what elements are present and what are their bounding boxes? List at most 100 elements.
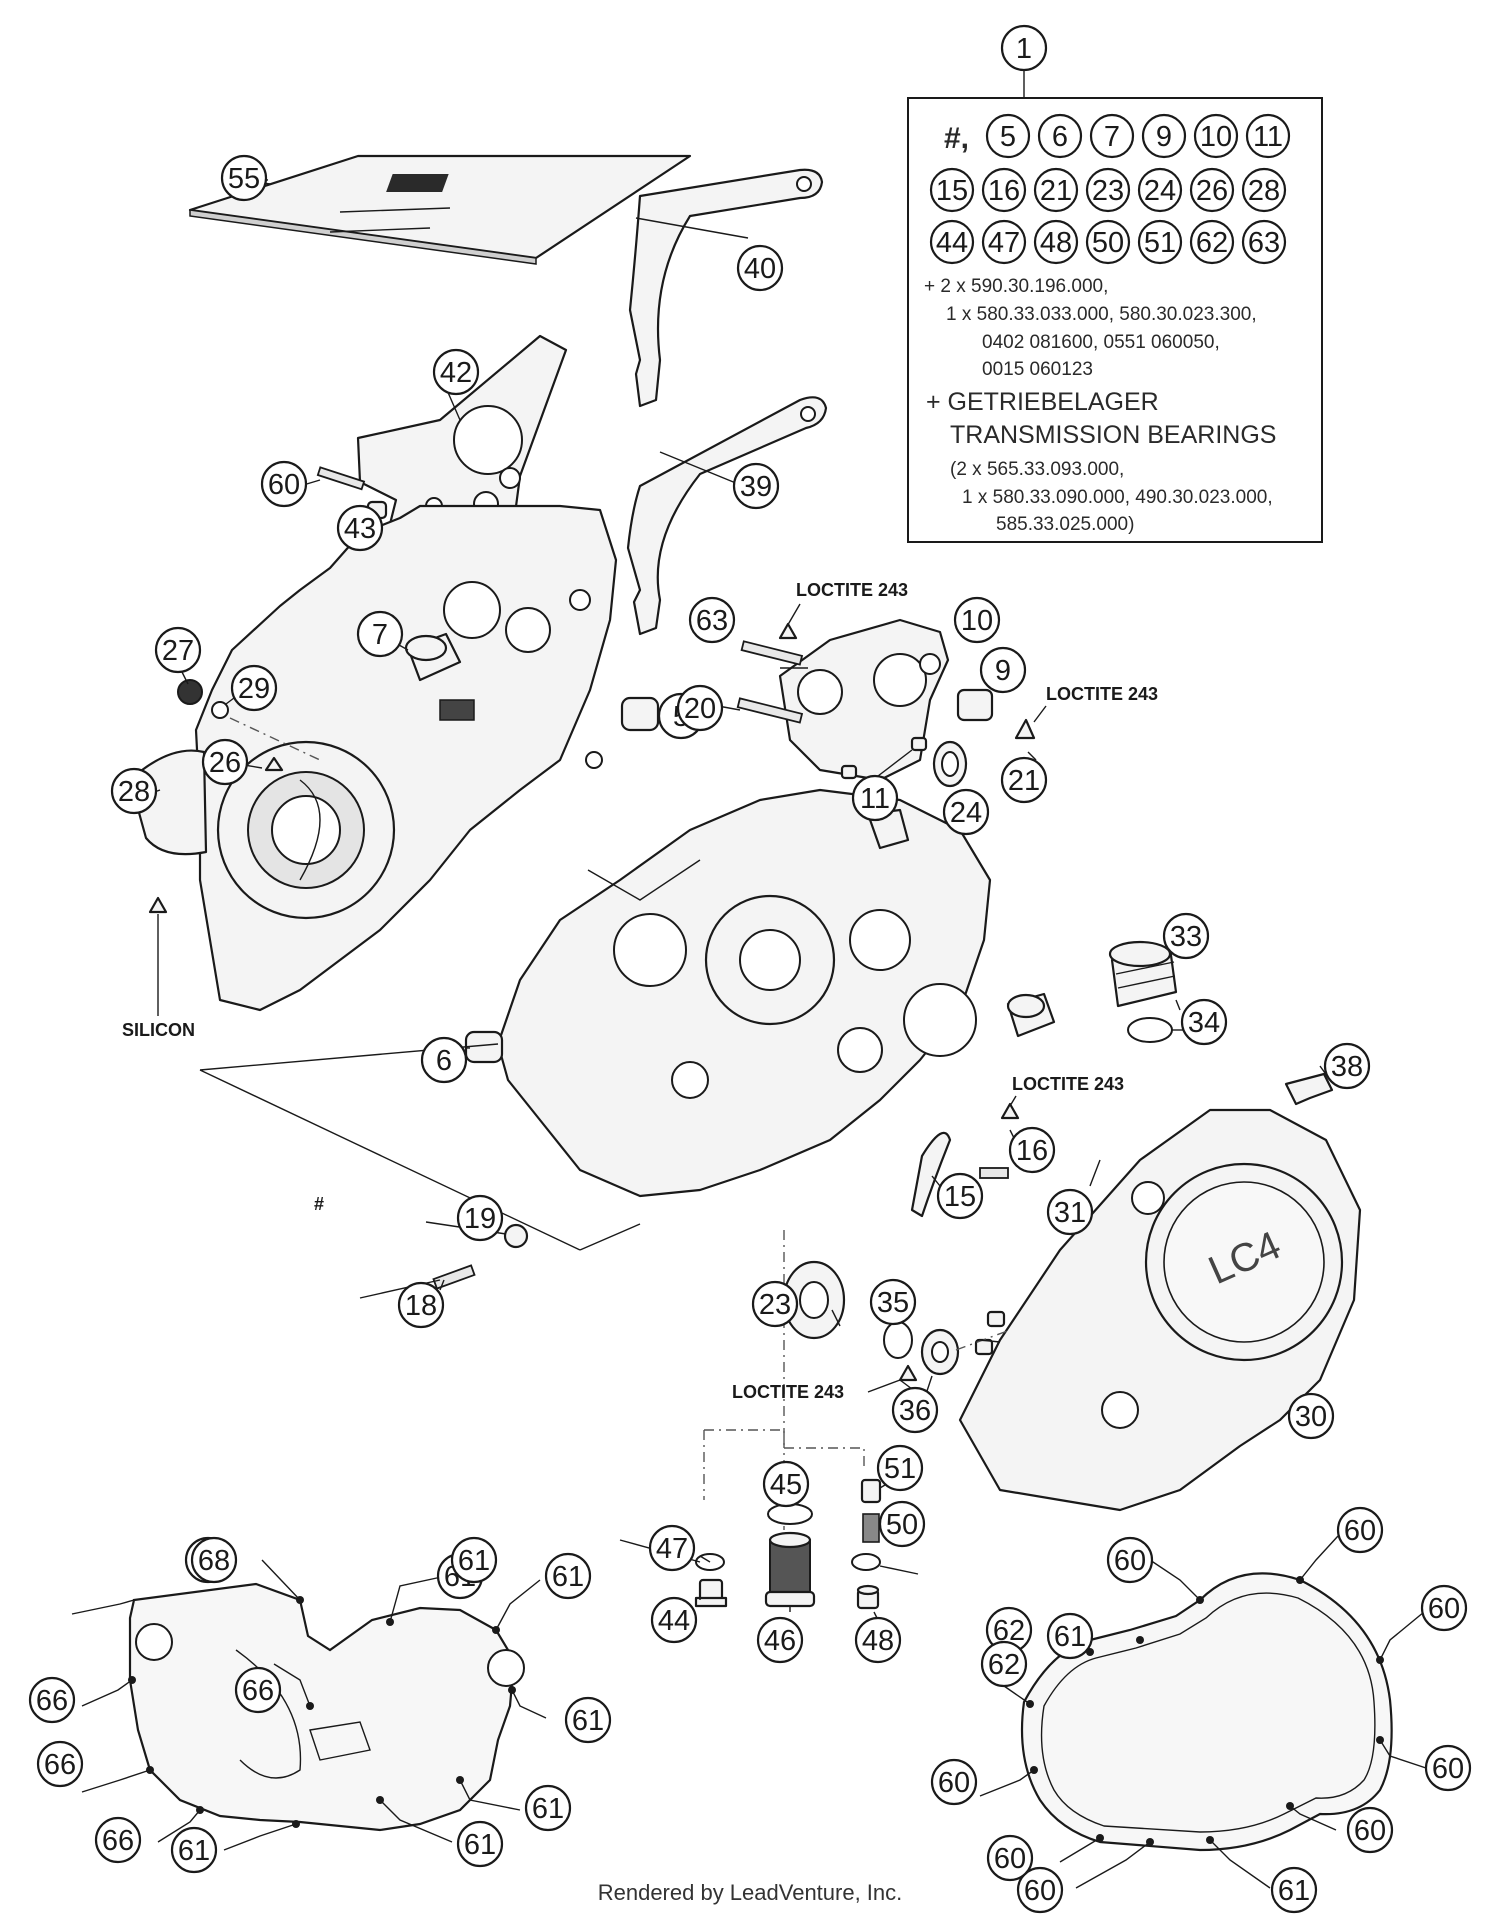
kit-badge-26: 26 (1189, 167, 1235, 213)
callout-60-repeat: 60 (1346, 1806, 1394, 1854)
callout-61-repeat: 61 (450, 1536, 498, 1584)
crankcase-gasket (128, 1582, 525, 1832)
callout-label: 66 (102, 1825, 134, 1857)
callout-66-repeat: 66 (94, 1816, 142, 1864)
callout-61-repeat: 61 (524, 1784, 572, 1832)
callout-60-repeat: 60 (1424, 1744, 1472, 1792)
callout-label: 1 (1016, 33, 1032, 65)
kit-prefix: #, (944, 122, 969, 155)
bearing-23 (782, 1260, 846, 1340)
callout-55: 55 (220, 154, 268, 202)
callout-9: 9 (979, 646, 1027, 694)
screw-16 (979, 1102, 1020, 1179)
silicon-marker (148, 896, 168, 968)
callout-label: 19 (464, 1203, 496, 1235)
callout-19: 19 (456, 1194, 504, 1242)
callout-label: 44 (658, 1605, 690, 1637)
callout-61-repeat: 61 (544, 1552, 592, 1600)
kit-badge-label: 7 (1104, 121, 1120, 153)
callout-48: 48 (854, 1616, 902, 1664)
crankcase-left-half (194, 504, 618, 1012)
callout-label: 60 (1428, 1593, 1460, 1625)
callout-21: 21 (1000, 756, 1048, 804)
callout-68-repeat: 68 (190, 1536, 238, 1584)
callout-label: 24 (950, 797, 982, 829)
oil-screen-46 (764, 1531, 816, 1608)
callout-label: 15 (944, 1181, 976, 1213)
dowel-11-bottom (974, 1310, 1006, 1356)
kit-line-4: 0015 060123 (982, 359, 1093, 380)
callout-label: 18 (405, 1290, 437, 1322)
callout-label: 46 (764, 1625, 796, 1657)
clutch-cover-30: LC4 (958, 1108, 1362, 1512)
pin-21 (1014, 718, 1036, 740)
owners-manual-booklet (188, 154, 692, 265)
kit-badge-28: 28 (1241, 167, 1287, 213)
callout-layer: 1567910111516181920212324262728293031333… (28, 24, 1472, 1914)
callout-label: 35 (877, 1287, 909, 1319)
callout-1: 1 (1000, 24, 1048, 72)
callout-label: 60 (1024, 1875, 1056, 1907)
plug-48 (856, 1584, 880, 1610)
callout-label: 38 (1331, 1051, 1363, 1083)
callout-label: 21 (1008, 765, 1040, 797)
callout-label: 10 (961, 605, 993, 637)
kit-badge-label: 51 (1144, 227, 1176, 259)
bracket-15 (910, 1131, 952, 1218)
callout-20: 20 (676, 684, 724, 732)
callout-label: 36 (899, 1395, 931, 1427)
kit-badge-label: 63 (1248, 227, 1280, 259)
callout-label: 11 (860, 783, 890, 815)
callout-45: 45 (762, 1460, 810, 1508)
kit-badge-44: 44 (929, 219, 975, 265)
kit-badge-11: 11 (1245, 113, 1291, 159)
callout-43: 43 (336, 504, 384, 552)
callout-label: 55 (228, 163, 260, 195)
bolt-63 (740, 640, 804, 666)
callout-61-repeat: 61 (564, 1696, 612, 1744)
callout-label: 31 (1054, 1197, 1086, 1229)
gasket-40 (628, 168, 824, 408)
note-silicon: SILICON (122, 1020, 195, 1040)
kit-badge-47: 47 (981, 219, 1027, 265)
callout-15: 15 (936, 1172, 984, 1220)
kit-badge-21: 21 (1033, 167, 1079, 213)
kit-badge-5: 5 (985, 113, 1031, 159)
callout-label: 7 (372, 619, 388, 651)
bracket-38 (1284, 1072, 1334, 1106)
callout-label: 6 (436, 1045, 452, 1077)
callout-28: 28 (110, 767, 158, 815)
callout-24: 24 (942, 788, 990, 836)
o-ring-34 (1127, 1017, 1173, 1043)
callout-label: 47 (656, 1533, 688, 1565)
kit-badge-10: 10 (1193, 113, 1239, 159)
bushing-7-top (404, 632, 462, 682)
kit-badge-label: 10 (1200, 121, 1232, 153)
kit-badge-label: 62 (1196, 227, 1228, 259)
callout-16: 16 (1008, 1126, 1056, 1174)
callout-label: 42 (440, 357, 472, 389)
kit-line-1: + 2 x 590.30.196.000, (924, 276, 1108, 297)
callout-36: 36 (891, 1386, 939, 1434)
callout-61-repeat: 61 (170, 1826, 218, 1874)
bearing-9 (956, 688, 994, 722)
callout-33: 33 (1162, 912, 1210, 960)
callout-29: 29 (230, 664, 278, 712)
kit-badge-label: 28 (1248, 175, 1280, 207)
kit-badge-50: 50 (1085, 219, 1131, 265)
callout-66-repeat: 66 (28, 1676, 76, 1724)
callout-30: 30 (1287, 1392, 1335, 1440)
kit-line-3: 0402 081600, 0551 060050, (982, 332, 1220, 353)
callout-label: 9 (995, 655, 1011, 687)
kit-badge-label: 44 (936, 227, 968, 259)
gasket-leader-lines (71, 1535, 1427, 1889)
callout-44: 44 (650, 1596, 698, 1644)
callout-label: 66 (242, 1675, 274, 1707)
dowel-11-top (840, 736, 928, 780)
callout-label: 61 (1278, 1875, 1310, 1907)
gasket-bolt-dots (128, 1576, 1384, 1846)
sleeve-5 (620, 696, 660, 732)
note-loctite-seal: LOCTITE 243 (732, 1382, 844, 1402)
callout-label: 60 (1354, 1815, 1386, 1847)
callout-66: 66 (234, 1666, 282, 1714)
